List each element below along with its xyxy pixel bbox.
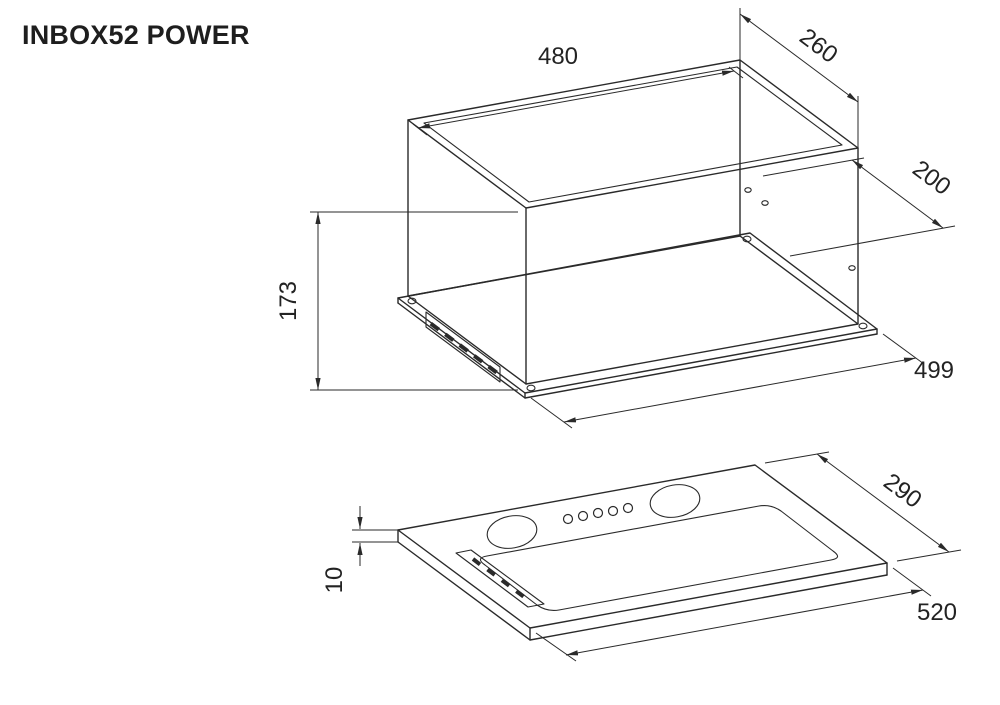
slot	[515, 589, 525, 599]
dimension-label-173: 173	[275, 281, 302, 321]
control-buttons	[562, 502, 634, 525]
dimension-label-260: 260	[794, 23, 842, 69]
dimension-200: 200	[762, 155, 956, 257]
slot	[429, 322, 440, 332]
extension-line	[896, 549, 962, 562]
extension-line	[882, 333, 925, 365]
extension-line	[892, 567, 932, 597]
control-button	[622, 502, 634, 514]
mounting-hole	[858, 322, 868, 330]
top-frame-inner-outline	[423, 66, 843, 203]
dimension-260: 260	[739, 8, 859, 148]
dimension-line	[565, 589, 924, 656]
extension-line	[535, 632, 577, 662]
dimension-label-290: 290	[878, 468, 926, 514]
lamp-right	[649, 484, 701, 518]
dimension-line	[816, 453, 950, 553]
lamp-left	[486, 515, 538, 549]
slot-rail-outline	[455, 549, 545, 608]
extension-line	[728, 66, 744, 79]
dimension-label-499: 499	[914, 357, 954, 384]
control-button	[577, 510, 589, 522]
bottom-panel	[397, 464, 888, 641]
panel-outline	[397, 464, 888, 629]
mounting-hole	[407, 297, 417, 305]
slot	[444, 332, 455, 342]
extension-line	[530, 397, 573, 429]
filter-panel-outline	[479, 505, 839, 611]
dimension-line	[739, 13, 859, 103]
dimension-499: 499	[530, 333, 954, 429]
slot	[500, 578, 511, 588]
screw-hole	[761, 200, 769, 206]
dimension-line	[563, 357, 917, 423]
control-button	[562, 513, 574, 525]
dimension-label-10: 10	[321, 567, 348, 594]
extension-line	[764, 451, 830, 464]
dimension-label-520: 520	[917, 599, 957, 626]
mounting-flange	[397, 232, 878, 399]
slot	[471, 557, 482, 566]
body-bottom-outline	[407, 235, 859, 385]
dimension-520: 520	[535, 567, 957, 662]
top-frame-outline	[407, 59, 859, 209]
flange-bottom-edge	[397, 302, 878, 399]
panel-slot-rail	[455, 549, 545, 608]
screw-hole	[848, 265, 856, 271]
panel-bottom-edge	[397, 541, 888, 641]
slot-rail-outline	[425, 311, 501, 383]
extension-line	[762, 157, 865, 177]
hood-body	[407, 59, 859, 385]
screw-hole	[744, 187, 752, 193]
page-title: INBOX52 POWER	[22, 20, 250, 50]
extension-line	[412, 123, 428, 136]
dimension-label-480: 480	[538, 43, 578, 70]
dimension-label-200: 200	[907, 155, 955, 201]
dimension-line	[851, 159, 944, 229]
slot	[486, 567, 496, 577]
control-button	[607, 505, 619, 517]
extension-line	[789, 225, 956, 257]
flange-outline	[397, 232, 878, 394]
dimension-173: 173	[275, 211, 518, 391]
control-button	[592, 507, 604, 519]
mounting-hole	[742, 235, 752, 243]
mounting-hole	[526, 384, 536, 392]
dimension-10: 10	[321, 506, 398, 593]
dimension-line	[417, 70, 735, 129]
